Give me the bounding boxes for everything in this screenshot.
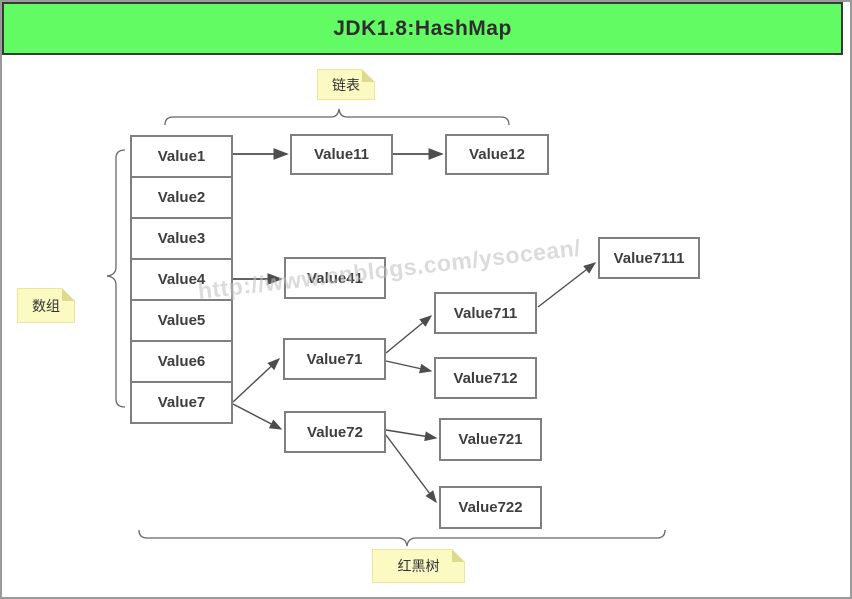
node-value12: Value12 [445,134,549,175]
node-value712: Value712 [434,357,537,399]
arrow-value71-value712 [385,360,433,374]
note-array-label: 数组 [32,297,60,314]
note-linked-list-label: 链表 [332,76,360,93]
node-value721: Value721 [439,418,542,461]
page-title: JDK1.8:HashMap [333,16,512,40]
node-value72: Value72 [284,411,386,453]
node-value711: Value711 [434,292,537,334]
node-value41: Value41 [284,257,386,299]
array-cell-6: Value6 [130,340,233,383]
array-cell-7: Value7 [130,381,233,424]
brace-array [106,149,126,408]
arrow-value711-value7111 [537,262,597,308]
note-linked-list: 链表 [317,69,375,100]
note-array: 数组 [17,288,75,323]
array-cell-1: Value1 [130,135,233,178]
note-fold-icon [362,69,375,82]
brace-linked-list [164,108,510,126]
note-fold-icon [452,549,465,562]
arrow-value72-value722 [385,434,437,504]
note-red-black-tree-label: 红黑树 [397,558,440,574]
array-cell-2: Value2 [130,176,233,219]
arrow-value72-value721 [385,429,438,442]
brace-red-black-tree [138,529,666,547]
array-cell-4: Value4 [130,258,233,301]
node-value71: Value71 [283,338,386,380]
arrow-value7-value71 [232,358,281,403]
note-red-black-tree: 红黑树 [372,549,465,583]
title-bar: JDK1.8:HashMap [2,2,843,55]
array-cell-5: Value5 [130,299,233,342]
arrow-value71-value711 [385,315,433,354]
node-value722: Value722 [439,486,542,529]
node-value7111: Value7111 [598,237,700,279]
node-value11: Value11 [290,134,393,175]
array-cell-3: Value3 [130,217,233,260]
arrow-value7-value72 [232,403,283,430]
note-fold-icon [62,288,75,301]
